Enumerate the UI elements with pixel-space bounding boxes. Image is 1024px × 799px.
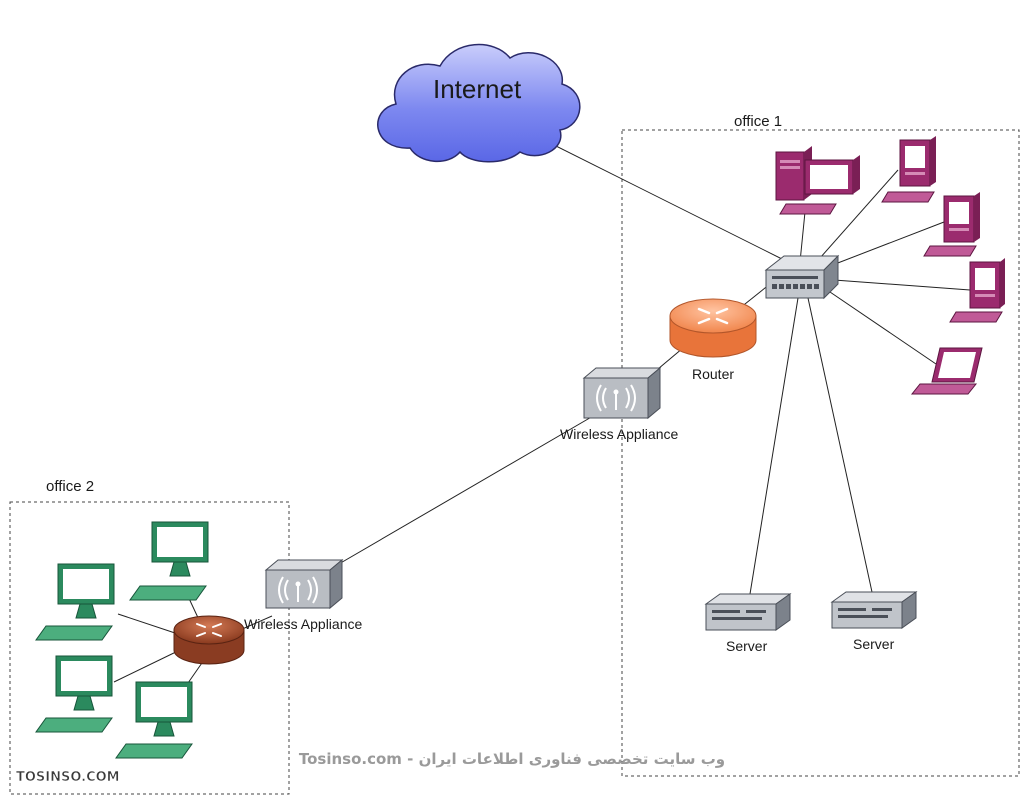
office1-boundary bbox=[621, 129, 1020, 777]
watermark-left: TOSINSO.COM bbox=[16, 770, 120, 785]
router-icon: Router bbox=[669, 298, 757, 382]
internet-cloud: Internet bbox=[377, 43, 581, 163]
watermark-center: وب سایت تخصصی فناوری اطلاعات ایران - Tos… bbox=[299, 750, 725, 768]
office2-pc-icon-d bbox=[115, 681, 193, 759]
link-switch-pc1 bbox=[799, 211, 806, 263]
switch-icon bbox=[764, 254, 840, 300]
office1-pc-icon-2 bbox=[881, 136, 936, 203]
wireless-appliance-2-label: Wireless Appliance bbox=[244, 616, 362, 632]
office1-pc-tower-icon bbox=[775, 146, 860, 215]
link-switch-pc2 bbox=[819, 169, 899, 259]
server-2-icon: Server bbox=[830, 591, 918, 652]
link-internet-switch bbox=[519, 127, 789, 263]
link-router2-pc-c bbox=[113, 649, 181, 683]
office1-pc-icon-3 bbox=[923, 192, 980, 257]
office2-boundary bbox=[9, 501, 290, 795]
office2-router-icon bbox=[173, 615, 245, 665]
wireless-appliance-2-icon: Wireless Appliance bbox=[244, 558, 362, 632]
link-switch-server1 bbox=[749, 297, 799, 595]
link-wireless1-wireless2 bbox=[331, 411, 601, 569]
router-label: Router bbox=[692, 366, 734, 382]
office1-pc-icon-4 bbox=[949, 258, 1005, 323]
office2-pc-icon-b bbox=[129, 521, 209, 601]
link-switch-laptop bbox=[829, 291, 937, 365]
wireless-appliance-1-label: Wireless Appliance bbox=[560, 426, 678, 442]
link-switch-pc4 bbox=[833, 279, 971, 291]
office1-label: office 1 bbox=[734, 113, 782, 130]
internet-label: Internet bbox=[433, 74, 522, 104]
server-1-label: Server bbox=[726, 638, 768, 654]
wireless-appliance-1-icon: Wireless Appliance bbox=[560, 366, 678, 442]
server-1-icon: Server bbox=[704, 593, 792, 654]
office2-pc-icon-c bbox=[35, 655, 113, 733]
link-switch-server2 bbox=[807, 297, 873, 593]
office2-pc-icon-a bbox=[35, 563, 115, 641]
office1-laptop-icon bbox=[910, 347, 983, 395]
link-switch-pc3 bbox=[829, 221, 945, 267]
office2-label: office 2 bbox=[46, 478, 94, 495]
server-2-label: Server bbox=[853, 636, 895, 652]
link-router2-wireless2 bbox=[239, 615, 273, 631]
link-router2-pc-a bbox=[117, 613, 179, 635]
